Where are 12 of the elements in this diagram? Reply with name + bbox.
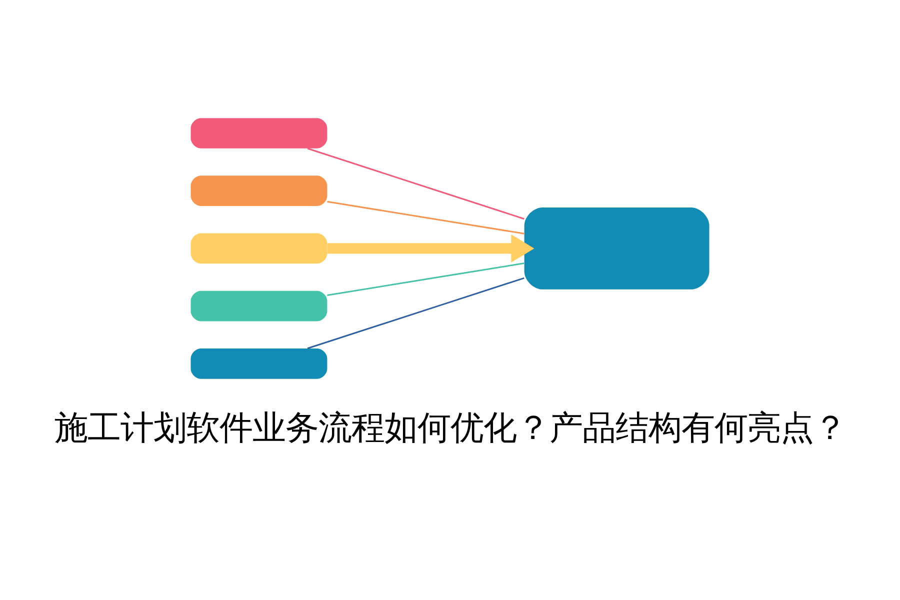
node-box (190, 348, 328, 379)
node-box (190, 233, 328, 264)
connector (327, 262, 524, 296)
diagram-title: 施工计划软件业务流程如何优化？产品结构有何亮点？ (54, 408, 846, 447)
node-box (190, 290, 328, 322)
node-box (524, 208, 710, 290)
connector (327, 200, 524, 234)
connector (307, 148, 524, 220)
node-box (190, 118, 328, 148)
arrow (327, 234, 534, 263)
connector (307, 277, 524, 350)
node-box (190, 176, 328, 206)
